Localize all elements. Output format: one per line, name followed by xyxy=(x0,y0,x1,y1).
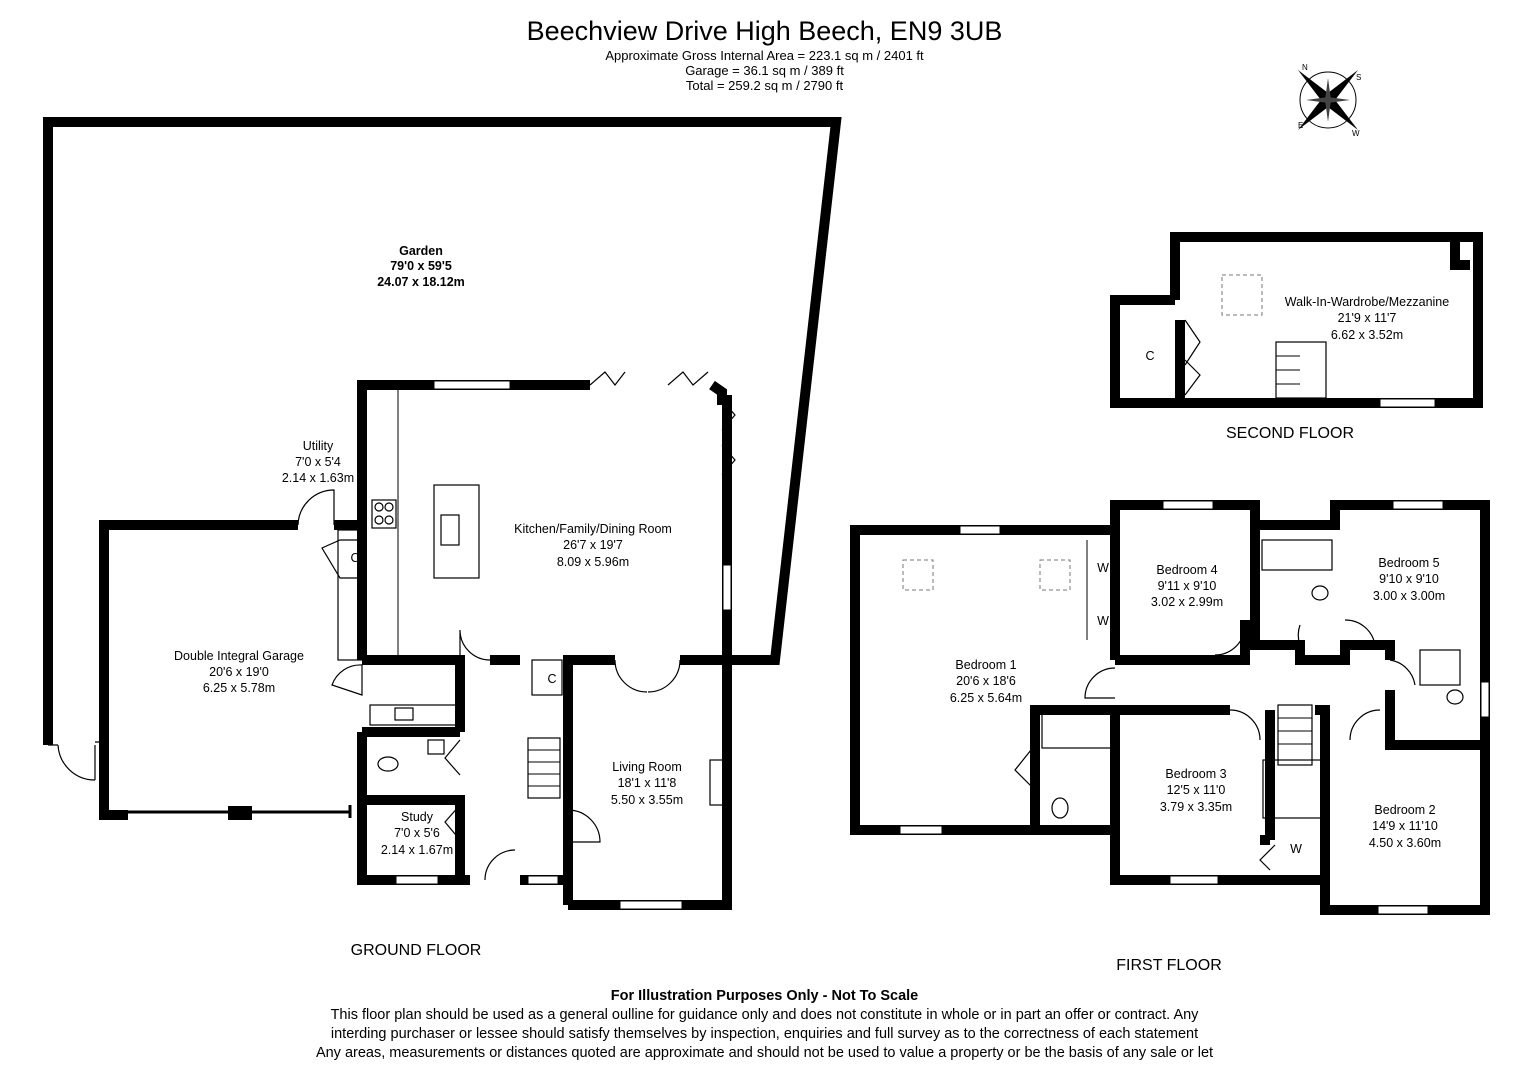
hob xyxy=(371,499,397,529)
wardrobe-marker: W xyxy=(1097,561,1109,575)
svg-text:12'5 x 11'0: 12'5 x 11'0 xyxy=(1167,783,1226,797)
svg-text:5.50 x 3.55m: 5.50 x 3.55m xyxy=(611,793,683,807)
room-label-garage: Double Integral Garage 20'6 x 19'0 6.25 … xyxy=(174,649,304,695)
room-label-utility: Utility 7'0 x 5'4 2.14 x 1.63m xyxy=(282,439,354,485)
svg-text:Study: Study xyxy=(401,810,434,824)
room-label-bedroom3: Bedroom 3 12'5 x 11'0 3.79 x 3.35m xyxy=(1160,767,1232,814)
svg-text:21'9 x 11'7: 21'9 x 11'7 xyxy=(1338,311,1397,325)
wardrobe-marker: W xyxy=(1097,614,1109,628)
svg-text:3.00 x 3.00m: 3.00 x 3.00m xyxy=(1373,589,1445,603)
room-label-bedroom4: Bedroom 4 9'11 x 9'10 3.02 x 2.99m xyxy=(1151,563,1223,609)
svg-text:24.07 x 18.12m: 24.07 x 18.12m xyxy=(377,275,465,289)
disclaimer-heading: For Illustration Purposes Only - Not To … xyxy=(610,988,919,1004)
gross-area: Approximate Gross Internal Area = 223.1 … xyxy=(605,48,924,63)
svg-text:Garden: Garden xyxy=(399,244,443,258)
landing-stairs xyxy=(1277,704,1313,766)
garden-boundary xyxy=(43,117,842,745)
area-summary: Approximate Gross Internal Area = 223.1 … xyxy=(0,48,1529,93)
stairs xyxy=(527,737,561,799)
svg-text:Bedroom 3: Bedroom 3 xyxy=(1165,767,1226,781)
disclaimer-line: This floor plan should be used as a gene… xyxy=(330,1007,1199,1023)
svg-text:18'1 x 11'8: 18'1 x 11'8 xyxy=(618,776,677,790)
svg-text:6.25 x 5.64m: 6.25 x 5.64m xyxy=(950,691,1022,705)
room-label-garden: Garden 79'0 x 59'5 24.07 x 18.12m xyxy=(377,244,465,289)
svg-text:8.09 x 5.96m: 8.09 x 5.96m xyxy=(557,555,629,569)
svg-text:9'11 x 9'10: 9'11 x 9'10 xyxy=(1158,579,1217,593)
svg-text:Bedroom 1: Bedroom 1 xyxy=(955,658,1016,672)
svg-text:Double Integral Garage: Double Integral Garage xyxy=(174,649,304,663)
garage-walls xyxy=(99,520,298,820)
total-area: Total = 259.2 sq m / 2790 ft xyxy=(685,78,844,93)
room-label-wardrobe: Walk-In-Wardrobe/Mezzanine 21'9 x 11'7 6… xyxy=(1285,295,1449,342)
svg-text:9'10 x 9'10: 9'10 x 9'10 xyxy=(1379,572,1439,586)
room-label-study: Study 7'0 x 5'6 2.14 x 1.67m xyxy=(381,810,453,857)
svg-text:4.50 x 3.60m: 4.50 x 3.60m xyxy=(1369,836,1441,850)
room-label-bedroom1: Bedroom 1 20'6 x 18'6 6.25 x 5.64m xyxy=(950,658,1022,705)
first-floor-label: FIRST FLOOR xyxy=(1116,957,1222,974)
svg-text:Walk-In-Wardrobe/Mezzanine: Walk-In-Wardrobe/Mezzanine xyxy=(1285,295,1449,309)
garage-area: Garage = 36.1 sq m / 389 ft xyxy=(685,63,844,78)
room-label-bedroom5: Bedroom 5 9'10 x 9'10 3.00 x 3.00m xyxy=(1373,556,1445,603)
compass-e: E xyxy=(1298,121,1303,130)
svg-text:20'6 x 18'6: 20'6 x 18'6 xyxy=(956,674,1016,688)
ground-floor-plan xyxy=(43,117,842,910)
second-floor-plan xyxy=(1110,232,1483,408)
svg-text:3.02 x 2.99m: 3.02 x 2.99m xyxy=(1151,595,1223,609)
compass-rose-icon: N S E W xyxy=(1298,63,1361,138)
disclaimer-line: Any areas, measurements or distances quo… xyxy=(315,1045,1214,1061)
compass-w: W xyxy=(1352,129,1360,138)
plan-title: Beechview Drive High Beech, EN9 3UB xyxy=(526,16,1003,46)
svg-text:Bedroom 5: Bedroom 5 xyxy=(1378,556,1439,570)
compass-n: N xyxy=(1302,63,1308,72)
compass-s: S xyxy=(1356,73,1361,82)
cupboard-marker: C xyxy=(350,551,359,565)
svg-text:26'7 x 19'7: 26'7 x 19'7 xyxy=(563,538,623,552)
cupboard-marker: C xyxy=(1145,349,1154,363)
svg-text:6.62 x 3.52m: 6.62 x 3.52m xyxy=(1331,328,1403,342)
svg-text:Bedroom 4: Bedroom 4 xyxy=(1156,563,1217,577)
room-label-bedroom2: Bedroom 2 14'9 x 11'10 4.50 x 3.60m xyxy=(1369,803,1441,850)
svg-text:20'6 x 19'0: 20'6 x 19'0 xyxy=(209,665,269,679)
svg-text:Bedroom 2: Bedroom 2 xyxy=(1374,803,1435,817)
ground-floor-label: GROUND FLOOR xyxy=(351,942,482,959)
svg-text:6.25 x 5.78m: 6.25 x 5.78m xyxy=(203,681,275,695)
svg-text:Living Room: Living Room xyxy=(612,760,681,774)
svg-text:2.14 x 1.63m: 2.14 x 1.63m xyxy=(282,471,354,485)
svg-text:14'9 x 11'10: 14'9 x 11'10 xyxy=(1372,819,1438,833)
svg-text:7'0 x 5'6: 7'0 x 5'6 xyxy=(394,826,440,840)
svg-text:7'0 x 5'4: 7'0 x 5'4 xyxy=(295,455,341,469)
svg-text:Kitchen/Family/Dining Room: Kitchen/Family/Dining Room xyxy=(514,522,672,536)
first-floor-plan xyxy=(850,500,1490,915)
svg-text:3.79 x 3.35m: 3.79 x 3.35m xyxy=(1160,800,1232,814)
disclaimer: For Illustration Purposes Only - Not To … xyxy=(0,987,1529,1063)
kitchen-island xyxy=(433,484,480,579)
svg-text:2.14 x 1.67m: 2.14 x 1.67m xyxy=(381,843,453,857)
room-label-kitchen: Kitchen/Family/Dining Room 26'7 x 19'7 8… xyxy=(514,522,672,569)
svg-text:Utility: Utility xyxy=(303,439,334,453)
cupboard-marker: C xyxy=(547,672,556,686)
svg-text:79'0 x 59'5: 79'0 x 59'5 xyxy=(390,259,452,273)
wardrobe-marker: W xyxy=(1290,842,1302,856)
second-floor-label: SECOND FLOOR xyxy=(1226,425,1354,442)
disclaimer-line: interding purchaser or lessee should sat… xyxy=(330,1026,1199,1042)
room-label-living: Living Room 18'1 x 11'8 5.50 x 3.55m xyxy=(611,760,683,807)
